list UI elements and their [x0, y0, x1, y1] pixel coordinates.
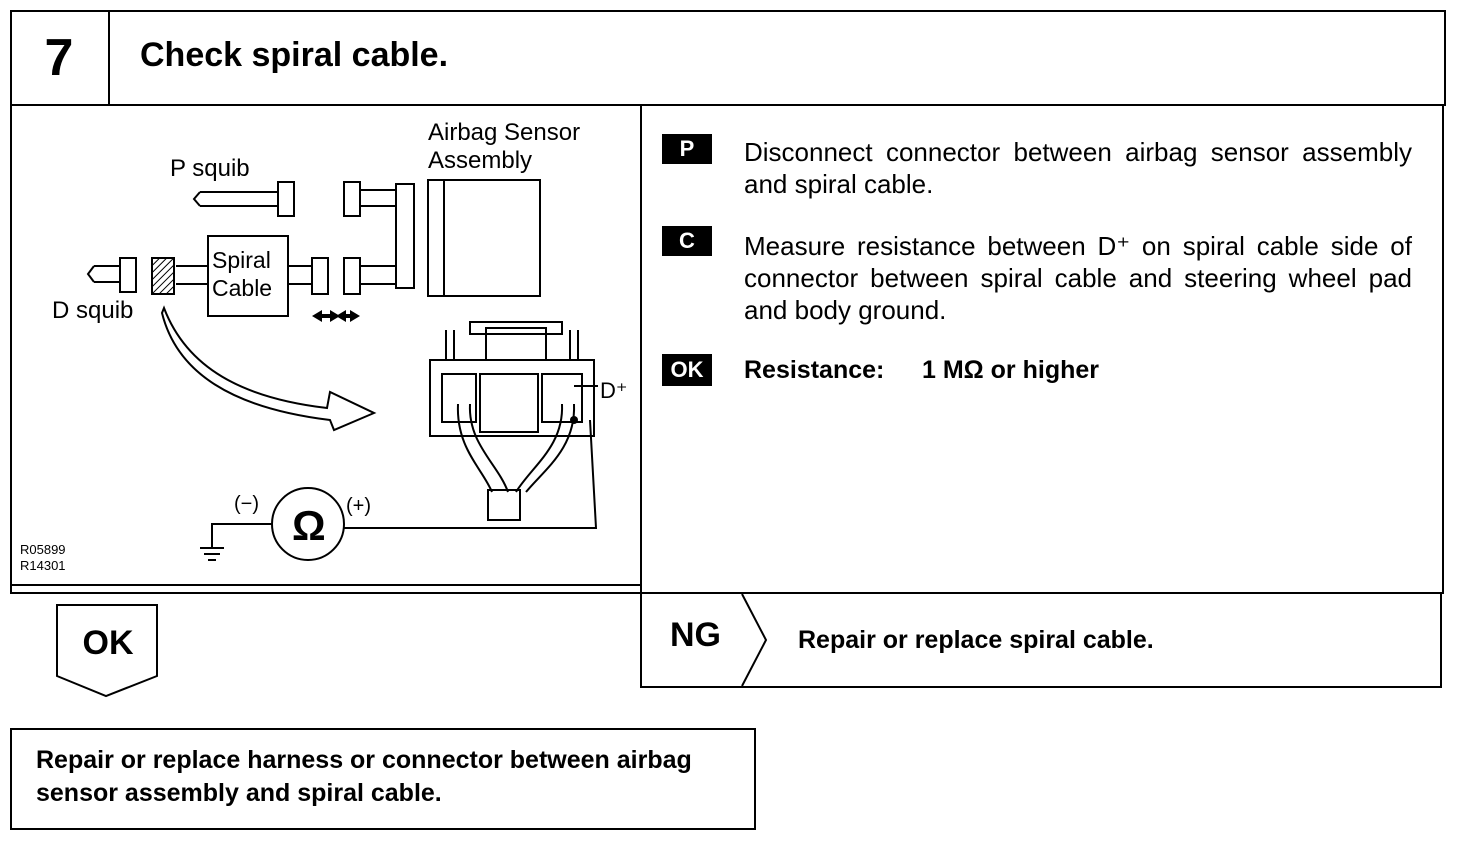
- instruction-p: Disconnect connector between airbag sens…: [744, 137, 1412, 199]
- step-number: 7: [10, 10, 110, 106]
- figure-code-1: R05899: [20, 542, 66, 557]
- label-minus: (−): [234, 493, 259, 515]
- step-title: Check spiral cable.: [140, 36, 449, 74]
- figure-bottom-border: [10, 584, 642, 586]
- ng-box: [640, 592, 1442, 688]
- ng-label: NG: [670, 616, 721, 654]
- label-p-squib: P squib: [170, 155, 250, 182]
- instruction-c: Measure resistance between D⁺ on spiral …: [744, 231, 1412, 325]
- ok-label: OK: [82, 624, 134, 662]
- label-airbag-sensor-2: Assembly: [428, 147, 532, 174]
- ok-arrow: [56, 604, 158, 698]
- badge-c: C: [662, 226, 712, 256]
- spiral-cable-box: [207, 235, 289, 317]
- wiring-diagram: Airbag Sensor Assembly P squib D squib S…: [20, 119, 628, 573]
- badge-p: P: [662, 134, 712, 164]
- hatched-connector: [151, 257, 175, 295]
- label-d-plus: D⁺: [600, 378, 628, 403]
- column-divider: [640, 106, 642, 686]
- resistance-label: Resistance:: [744, 356, 885, 384]
- ng-chevron: [741, 593, 768, 687]
- ok-action-box: Repair or replace harness or connector b…: [10, 728, 756, 830]
- label-spiral-2: Cable: [212, 275, 272, 301]
- sensor-connector: [395, 183, 415, 289]
- label-plus: (+): [346, 495, 371, 517]
- step-header: [10, 10, 1446, 106]
- label-d-squib: D squib: [52, 297, 133, 324]
- resistance-value: 1 MΩ or higher: [922, 356, 1100, 384]
- ng-action: Repair or replace spiral cable.: [798, 626, 1154, 654]
- badge-ok: OK: [662, 354, 712, 386]
- ohm-symbol: Ω: [292, 502, 326, 549]
- figure-code-2: R14301: [20, 558, 66, 573]
- label-airbag-sensor-1: Airbag Sensor: [428, 119, 580, 146]
- label-spiral-1: Spiral: [212, 247, 271, 273]
